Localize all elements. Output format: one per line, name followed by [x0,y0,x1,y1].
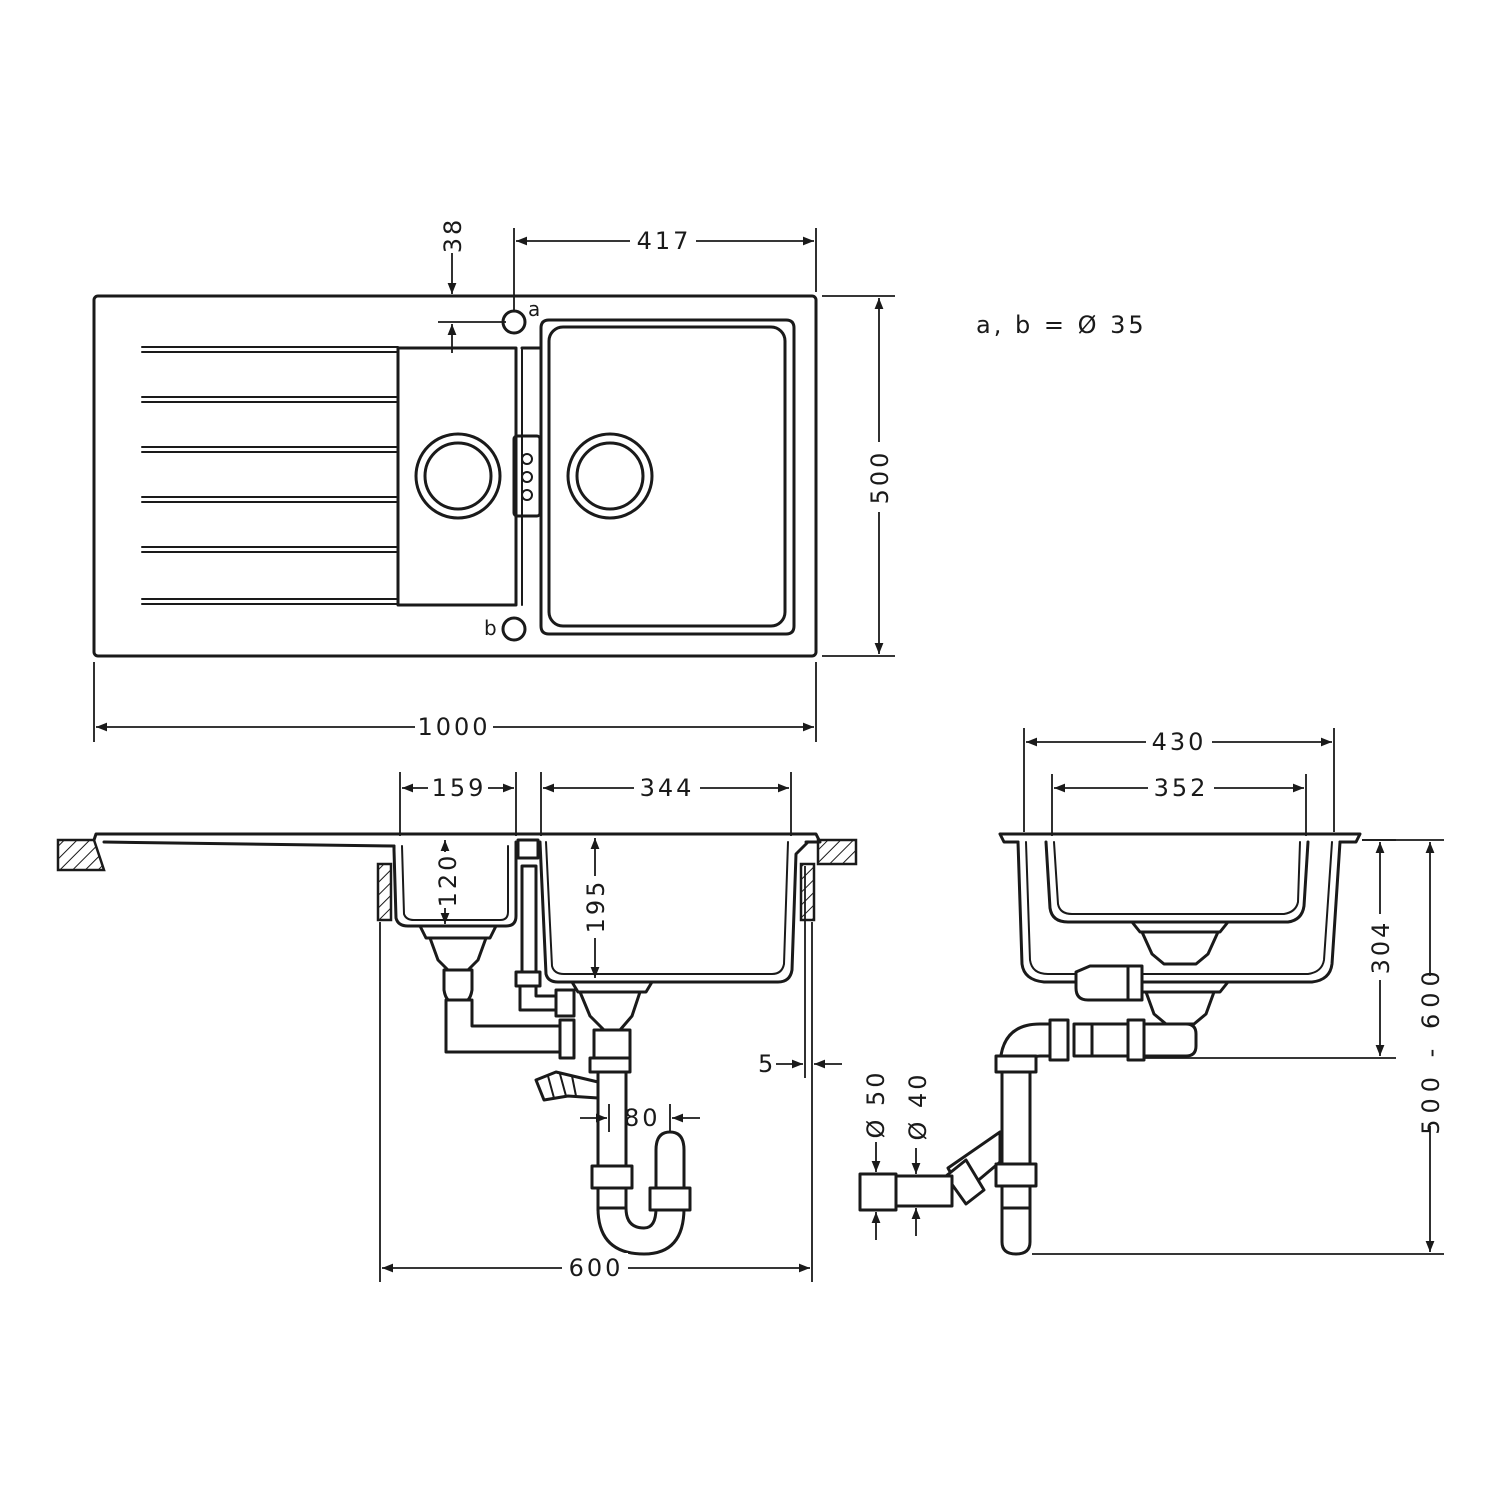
drainer-ribs [141,346,399,605]
cabinet-wall-right [799,862,816,922]
dim-trap-80: 80 [624,1104,661,1132]
dim-tap-38: 38 [439,217,467,254]
side-inner-bowl [1044,840,1310,924]
dim-cabinet-600: 600 [569,1254,624,1282]
wall-connection [858,1172,898,1212]
trap-u-bend [596,1206,686,1256]
dim-large-depth-195: 195 [582,879,610,934]
dim-small-bowl-159: 159 [432,774,487,802]
dim-side-430: 430 [1152,728,1207,756]
appliance-connector [534,1070,600,1102]
front-dimensions: 159 344 120 195 600 5 80 [379,772,842,1283]
side-rim [998,832,1362,844]
side-dimensions: 430 352 304 500 - 600 Ø 50 Ø 40 [860,728,1445,1255]
overflow-slot [512,434,542,518]
dim-pipe-50: Ø 50 [862,1069,890,1138]
overflow-hole-icon [521,453,533,465]
large-drain-body [578,990,642,1032]
dim-side-304: 304 [1367,920,1395,975]
worktop-right [816,838,858,866]
dim-depth-500: 500 [866,450,894,505]
sink-rim [92,832,822,844]
side-section [858,832,1362,1256]
dim-install-height: 500 - 600 [1417,965,1445,1135]
large-bowl-rim [520,318,796,636]
overflow-tube [520,864,538,974]
side-vertical-pipe [1000,1070,1032,1166]
large-bowl-basin [547,325,787,628]
small-drain-flange [418,924,498,940]
small-bowl-section [392,840,518,928]
dim-small-depth-120: 120 [434,853,462,908]
side-trap-bottom [1000,1206,1032,1256]
sink-outline [92,294,818,658]
large-bowl-section [538,840,810,984]
hole-diameter-note: a, b = Ø 35 [976,311,1147,339]
dim-side-352: 352 [1154,774,1209,802]
large-bowl-drain-inner [575,441,645,511]
hole-label-a: a [528,297,540,321]
overflow-head [516,838,540,860]
dim-pipe-40: Ø 40 [904,1071,932,1140]
overflow-hole-icon [521,471,533,483]
dim-gap-5: 5 [758,1050,776,1078]
small-bowl-drain-outer [414,432,502,520]
cabinet-wall-left [376,862,393,922]
hole-label-b: b [484,616,497,640]
top-dimensions: 1000 417 500 38 [93,217,895,742]
trap-outlet [654,1130,686,1190]
top-view: a b a, b = Ø 35 [92,294,1147,658]
tap-hole-b [501,616,527,642]
worktop-left [56,838,106,872]
waste-pipe [596,1070,628,1168]
small-bowl-drain-inner [423,441,493,511]
tap-hole-a [501,309,527,335]
dim-bowl-417: 417 [637,227,692,255]
overflow-hole-icon [521,489,533,501]
front-section [56,832,858,1256]
dim-large-bowl-344: 344 [640,774,695,802]
dim-width-1000: 1000 [417,713,490,741]
large-bowl-drain-outer [566,432,654,520]
